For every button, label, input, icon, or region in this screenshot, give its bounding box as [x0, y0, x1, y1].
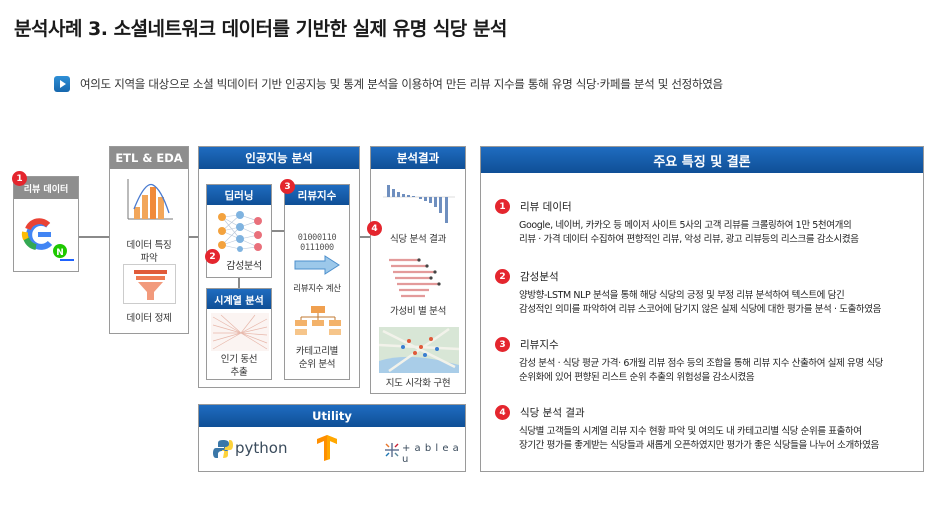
review-index-header: 리뷰지수 — [285, 185, 349, 205]
conclusion-badge-1: 1 — [495, 199, 510, 214]
results-title: 분석결과 — [396, 151, 440, 165]
svg-text:N: N — [56, 248, 64, 258]
connector-line — [272, 230, 284, 232]
ai-analysis-header: 인공지능 분석 — [199, 147, 359, 169]
map-thumb — [379, 327, 459, 373]
review-index-title: 리뷰지수 — [297, 189, 337, 202]
funnel-icon — [134, 270, 167, 300]
deeplearning-title: 딥러닝 — [224, 189, 254, 202]
tensorflow-logo-icon — [317, 435, 337, 461]
page-title: 분석사례 3. 소셜네트워크 데이터를 기반한 실제 유명 식당 분석 — [14, 18, 507, 40]
clean-label: 데이터 정제 — [126, 313, 172, 324]
utility-title: Utility — [312, 409, 352, 423]
utility-box: Utility python + a b l e a u — [198, 404, 466, 472]
deeplearning-header: 딥러닝 — [207, 185, 271, 205]
conclusion-item-body: 식당별 고객들의 시계열 리뷰 지수 현황 파악 및 여의도 내 카테고리별 식… — [519, 426, 879, 451]
conclusion-item-title: 리뷰 데이터 — [520, 201, 572, 213]
review-data-label: 리뷰 데이터 — [23, 184, 69, 195]
conclusion-item-title: 감성분석 — [520, 271, 559, 283]
arrow-right-icon — [294, 255, 340, 275]
conclusion-item-2: 2 감성분석 양방향-LSTM NLP 분석을 통해 해당 식당의 긍정 및 부정… — [495, 269, 913, 317]
play-icon — [54, 76, 70, 92]
value-analysis-label: 가성비 별 분석 — [389, 306, 447, 317]
conclusion-item-body: Google, 네이버, 카카오 등 메이저 사이트 5사의 고객 리뷰를 크롤… — [519, 220, 859, 245]
conclusion-item-title: 리뷰지수 — [520, 339, 559, 351]
etl-eda-title: ETL & EDA — [115, 151, 183, 165]
results-header: 분석결과 — [371, 147, 465, 169]
map-visualization-label: 지도 시각화 구현 — [385, 378, 451, 389]
conclusion-header: 주요 특징 및 결론 — [481, 147, 923, 173]
timeseries-box: 시계열 분석 인기 동선 추출 — [206, 288, 272, 380]
google-logo-icon: N — [21, 218, 74, 261]
conclusion-badge-2: 2 — [495, 269, 510, 284]
calc-label: 리뷰지수 계산 — [293, 284, 341, 294]
ai-analysis-title: 인공지능 분석 — [245, 151, 313, 165]
flow-lines-icon — [211, 313, 269, 351]
neural-network-icon — [218, 211, 262, 252]
clean-thumb — [123, 264, 176, 304]
review-data-box: 리뷰 데이터 N — [13, 176, 79, 272]
conclusion-item-body: 감성 분석 · 식당 평균 가격· 6개월 리뷰 점수 등의 조합을 통해 리뷰… — [519, 358, 884, 383]
conclusion-item-1: 1 리뷰 데이터 Google, 네이버, 카카오 등 메이저 사이트 5사의 고… — [495, 199, 913, 247]
connector-line — [360, 236, 370, 238]
utility-header: Utility — [199, 405, 465, 427]
sentiment-label: 감성분석 — [226, 261, 262, 272]
subtitle-text: 여의도 지역을 대상으로 소셜 빅데이터 기반 인공지능 및 통계 분석을 이용… — [80, 77, 723, 91]
conclusion-item-title: 식당 분석 결과 — [520, 407, 585, 419]
python-label: python — [235, 439, 288, 457]
review-index-box: 리뷰지수 01000110 0111000 리뷰지수 계산 카테고리별 순위 분… — [284, 184, 350, 380]
timeseries-header: 시계열 분석 — [207, 289, 271, 309]
binary-text: 01000110 0111000 — [297, 233, 337, 253]
connector-line — [238, 278, 240, 288]
deeplearning-box: 딥러닝 감성분석 — [206, 184, 272, 278]
bar-chart-thumb — [383, 185, 455, 223]
price-chart-thumb — [389, 258, 441, 298]
etl-eda-header: ETL & EDA — [110, 147, 188, 169]
python-logo-icon — [213, 440, 233, 458]
restaurant-result-label: 식당 분석 결과 — [389, 234, 447, 245]
review-data-header: 리뷰 데이터 — [14, 177, 78, 199]
badge-4: 4 — [367, 221, 382, 236]
hierarchy-icon — [295, 306, 341, 335]
feature-chart-icon — [127, 179, 173, 220]
badge-3: 3 — [280, 179, 295, 194]
subtitle: 여의도 지역을 대상으로 소셜 빅데이터 기반 인공지능 및 통계 분석을 이용… — [54, 76, 723, 92]
category-label: 카테고리별 순위 분석 — [295, 346, 339, 370]
connector-line — [79, 236, 109, 238]
conclusion-item-body: 양방향-LSTM NLP 분석을 통해 해당 식당의 긍정 및 부정 리뷰 분석… — [519, 290, 881, 315]
conclusion-box: 주요 특징 및 결론 1 리뷰 데이터 Google, 네이버, 카카오 등 메이… — [480, 146, 924, 472]
conclusion-item-4: 4 식당 분석 결과 식당별 고객들의 시계열 리뷰 지수 현황 파악 및 여의도… — [495, 405, 913, 453]
badge-2: 2 — [205, 249, 220, 264]
timeseries-title: 시계열 분석 — [214, 295, 264, 307]
feature-label: 데이터 특징 파악 — [126, 240, 172, 264]
tableau-logo-icon — [385, 443, 399, 457]
conclusion-item-3: 3 리뷰지수 감성 분석 · 식당 평균 가격· 6개월 리뷰 점수 등의 조합을… — [495, 337, 913, 385]
conclusion-title: 주요 특징 및 결론 — [653, 154, 751, 170]
tableau-label: + a b l e a u — [402, 443, 460, 465]
results-box: 분석결과 식당 분석 결과 가성비 별 분석 지도 시각화 구현 — [370, 146, 466, 394]
popular-route-label: 인기 동선 추출 — [220, 354, 258, 378]
conclusion-badge-3: 3 — [495, 337, 510, 352]
connector-line — [189, 236, 198, 238]
conclusion-badge-4: 4 — [495, 405, 510, 420]
badge-1: 1 — [12, 171, 27, 186]
etl-eda-box: ETL & EDA 데이터 특징 파악 데이터 정제 — [109, 146, 189, 334]
